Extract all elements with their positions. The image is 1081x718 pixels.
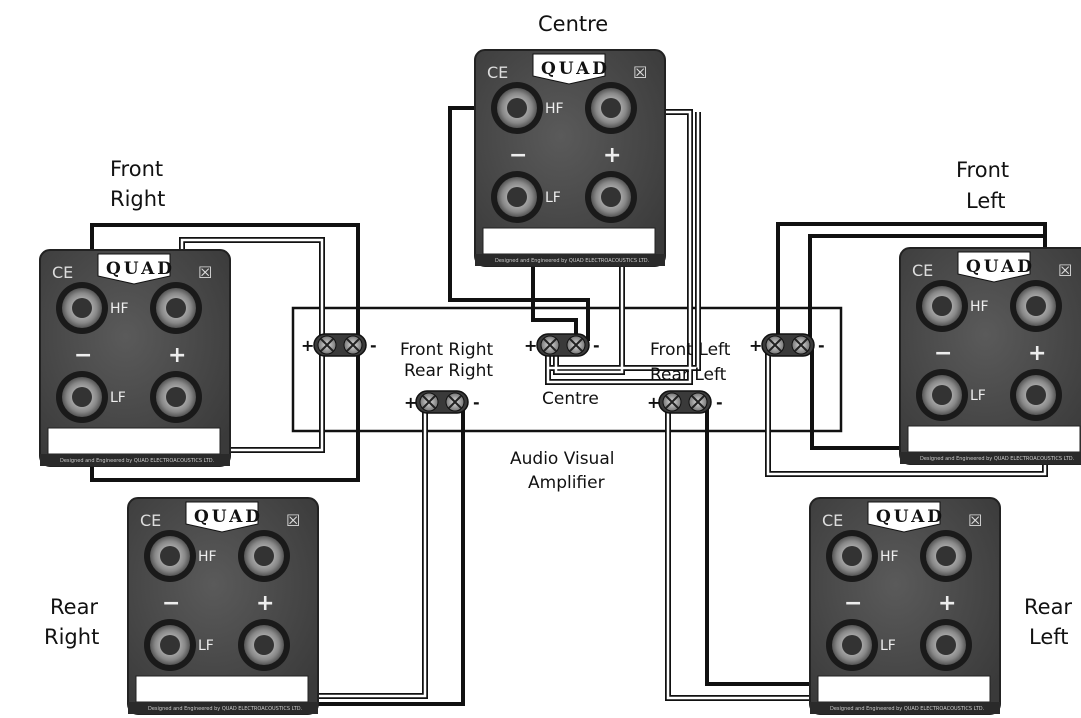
panel-footer: Designed and Engineered by QUAD ELECTROA… xyxy=(830,706,985,712)
amp-label-rear-left: Rear Left xyxy=(650,365,727,385)
ce-mark: CE xyxy=(487,63,508,82)
hf-label: HF xyxy=(880,549,899,565)
label-rear-right-1: Rear xyxy=(50,595,98,619)
panel-footer: Designed and Engineered by QUAD ELECTROA… xyxy=(60,458,215,464)
amp-label-front-left: Front Left xyxy=(650,340,731,360)
label-front-left-1: Front xyxy=(956,158,1009,182)
ce-mark: CE xyxy=(912,261,933,280)
minus-sign: - xyxy=(370,336,377,355)
ce-mark: CE xyxy=(140,511,161,530)
speaker-panel-centre: QUAD CE ☒ HF LF − + Designed and Enginee… xyxy=(474,49,666,267)
panel-footer: Designed and Engineered by QUAD ELECTROA… xyxy=(920,456,1075,462)
minus-sign: - xyxy=(716,393,723,412)
speaker-panel-rear-right: QUAD CE ☒ HF LF − + Designed and Enginee… xyxy=(127,497,319,715)
plus-sign: + xyxy=(603,143,621,168)
minus-sign: - xyxy=(593,336,600,355)
quad-logo: QUAD xyxy=(876,507,945,527)
lf-label: LF xyxy=(880,638,896,654)
post-front-right xyxy=(313,333,367,357)
ce-mark: CE xyxy=(822,511,843,530)
quad-logo: QUAD xyxy=(106,259,175,279)
post-centre xyxy=(536,333,590,357)
plus-sign: + xyxy=(168,343,186,368)
post-rear-left xyxy=(658,390,712,414)
minus-sign: − xyxy=(509,143,527,168)
plus-sign: + xyxy=(404,393,417,412)
weee-icon: ☒ xyxy=(633,63,647,82)
label-front-right-1: Front xyxy=(110,157,163,181)
plus-sign: + xyxy=(647,393,660,412)
plus-sign: + xyxy=(938,591,956,616)
panel-footer: Designed and Engineered by QUAD ELECTROA… xyxy=(148,706,303,712)
label-centre: Centre xyxy=(538,12,608,36)
post-rear-right xyxy=(415,390,469,414)
amp-caption-line2: Amplifier xyxy=(528,473,605,493)
label-rear-left-2: Left xyxy=(1029,625,1069,649)
amp-label-centre: Centre xyxy=(542,389,599,409)
minus-sign: − xyxy=(74,343,92,368)
plus-sign: + xyxy=(256,591,274,616)
minus-sign: − xyxy=(844,591,862,616)
plus-sign: + xyxy=(301,336,314,355)
plus-sign: + xyxy=(524,336,537,355)
lf-label: LF xyxy=(545,190,561,206)
panel-footer: Designed and Engineered by QUAD ELECTROA… xyxy=(495,258,650,264)
post-front-left xyxy=(761,333,815,357)
hf-label: HF xyxy=(545,101,564,117)
amp-caption-line1: Audio Visual xyxy=(510,449,614,469)
plus-sign: + xyxy=(1028,341,1046,366)
label-front-right-2: Right xyxy=(110,187,165,211)
speaker-panel-rear-left: QUAD CE ☒ HF LF − + Designed and Enginee… xyxy=(809,497,1001,715)
label-rear-left-1: Rear xyxy=(1024,595,1072,619)
lf-label: LF xyxy=(970,388,986,404)
amp-label-front-right: Front Right xyxy=(400,340,494,360)
weee-icon: ☒ xyxy=(968,511,982,530)
hf-label: HF xyxy=(970,299,989,315)
ce-mark: CE xyxy=(52,263,73,282)
label-front-left-2: Left xyxy=(966,189,1006,213)
quad-logo: QUAD xyxy=(966,257,1035,277)
label-rear-right-2: Right xyxy=(44,625,99,649)
minus-sign: - xyxy=(473,393,480,412)
minus-sign: − xyxy=(934,341,952,366)
minus-sign: − xyxy=(162,591,180,616)
weee-icon: ☒ xyxy=(198,263,212,282)
quad-logo: QUAD xyxy=(194,507,263,527)
hf-label: HF xyxy=(198,549,217,565)
lf-label: LF xyxy=(110,390,126,406)
weee-icon: ☒ xyxy=(1058,261,1072,280)
speaker-panel-front-right: QUAD CE ☒ HF LF − + Designed and Enginee… xyxy=(39,249,231,467)
weee-icon: ☒ xyxy=(286,511,300,530)
quad-logo: QUAD xyxy=(541,59,610,79)
lf-label: LF xyxy=(198,638,214,654)
speaker-panel-front-left: QUAD CE ☒ HF LF − + Designed and Enginee… xyxy=(899,247,1081,465)
minus-sign: - xyxy=(818,336,825,355)
amp-label-rear-right: Rear Right xyxy=(404,361,493,381)
plus-sign: + xyxy=(749,336,762,355)
hf-label: HF xyxy=(110,301,129,317)
